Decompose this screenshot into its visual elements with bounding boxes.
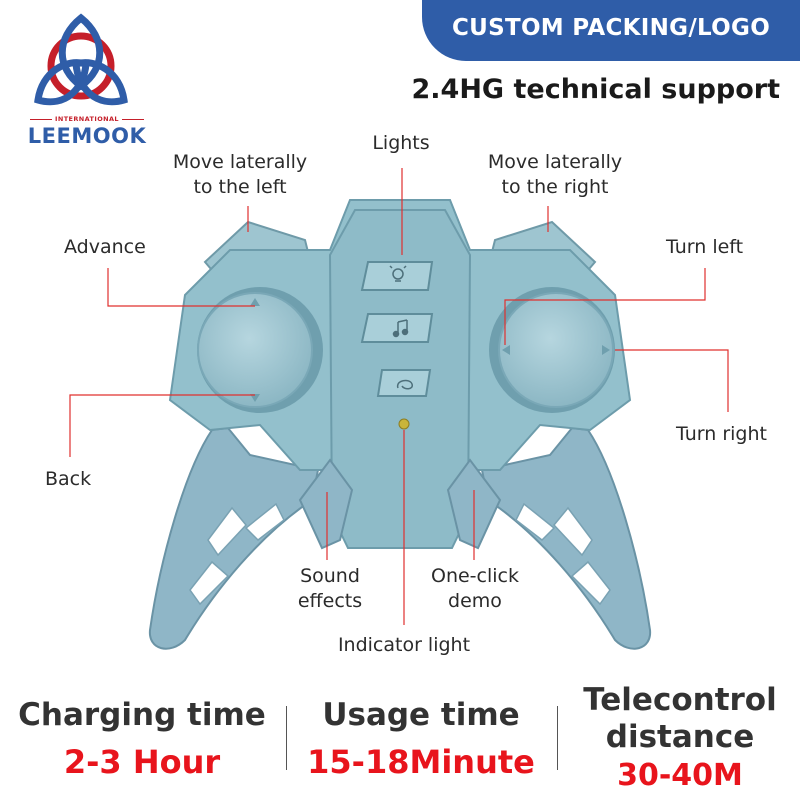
label-turn-right: Turn right [676, 423, 767, 445]
stat-usage-label: Usage time [322, 697, 520, 733]
leader-lines [69, 168, 729, 625]
label-turn-left: Turn left [666, 236, 744, 258]
label-back: Back [45, 468, 92, 490]
top-banner: CUSTOM PACKING/LOGO [422, 0, 800, 61]
sound-effects-paddle [298, 458, 354, 550]
label-move-right-line1: Move laterally [487, 151, 623, 173]
label-sound-line1: Sound [300, 565, 360, 587]
lights-button [360, 261, 434, 291]
demo-arrow-icon [396, 379, 413, 390]
stat-distance-label-line2: distance [605, 719, 755, 755]
brand-logo: INTERNATIONAL LEEMOOK [14, 8, 148, 150]
sound-button [360, 313, 434, 343]
stat-distance-label-line1: Telecontrol [583, 682, 777, 718]
label-move-left-line1: Move laterally [172, 151, 308, 173]
label-move-left: Move laterally to the left [160, 150, 320, 200]
label-advance: Advance [64, 236, 146, 258]
page-subtitle: 2.4HG technical support [411, 74, 780, 105]
indicator-led [398, 418, 410, 430]
label-indicator-light: Indicator light [337, 634, 471, 656]
label-move-left-line2: to the left [193, 176, 287, 198]
stat-divider-1 [286, 706, 287, 770]
banner-text: CUSTOM PACKING/LOGO [451, 15, 771, 41]
right-joystick [498, 292, 614, 408]
label-move-right-line2: to the right [501, 176, 609, 198]
logo-emblem-icon [34, 13, 128, 106]
label-one-click-demo: One-click demo [420, 564, 530, 614]
stat-usage-value: 15-18Minute [307, 743, 535, 781]
logo-name: LEEMOOK [27, 124, 147, 148]
label-demo-line2: demo [448, 590, 502, 612]
lightbulb-icon [389, 265, 407, 282]
label-move-right: Move laterally to the right [475, 150, 635, 200]
music-note-icon [392, 319, 409, 338]
logo-tagline: INTERNATIONAL [24, 115, 150, 123]
left-joystick [197, 292, 313, 408]
demo-button [376, 369, 432, 397]
stat-distance-label: Telecontrol distance [566, 682, 794, 756]
label-demo-line1: One-click [431, 565, 519, 587]
stat-distance-value: 30-40M [617, 758, 743, 793]
label-sound-line2: effects [297, 590, 363, 612]
label-lights: Lights [372, 132, 430, 154]
stat-charging-label: Charging time [18, 697, 266, 733]
label-sound-effects: Sound effects [290, 564, 370, 614]
stat-charging-value: 2-3 Hour [63, 743, 221, 781]
stat-divider-2 [557, 706, 558, 770]
